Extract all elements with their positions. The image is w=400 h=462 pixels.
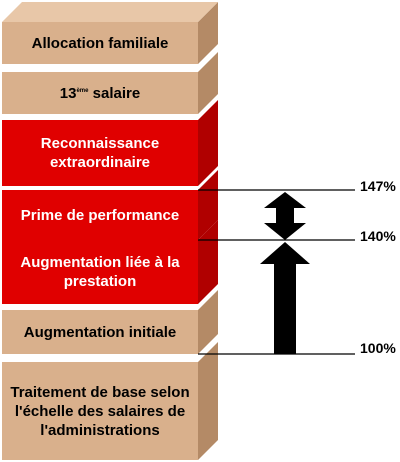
label-augmentation-liee-prestation: Augmentation liée à la prestation (2, 240, 198, 304)
label-augmentation-initiale: Augmentation initiale (2, 310, 198, 354)
marker-label-100: 100% (360, 340, 396, 356)
up-arrow-icon (260, 242, 310, 354)
label-prime-de-performance: Prime de performance (2, 190, 198, 240)
block-prime-de-performance (2, 170, 218, 240)
label-reconnaissance-extraordinaire: Reconnaissance extraordinaire (2, 120, 198, 186)
label-13eme-prefix: 13 (59, 84, 77, 102)
label-prime-text: Prime de performance (20, 206, 180, 224)
block-allocation-familiale (2, 2, 218, 64)
block-augmentation-initiale (2, 290, 218, 354)
label-augmentation-initiale-text: Augmentation initiale (23, 323, 177, 341)
label-allocation-familiale-text: Allocation familiale (31, 34, 169, 52)
label-13eme-superscript: ème (76, 87, 89, 94)
block-13eme-salaire (2, 52, 218, 114)
label-allocation-familiale: Allocation familiale (2, 22, 198, 64)
marker-label-140: 140% (360, 228, 396, 244)
label-traitement-text: Traitement de base selon l'échelle des s… (10, 383, 190, 439)
block-augmentation-liee-prestation (2, 220, 218, 304)
label-augmentation-liee-text: Augmentation liée à la prestation (20, 254, 180, 290)
block-reconnaissance-extraordinaire (2, 100, 218, 186)
marker-label-147: 147% (360, 178, 396, 194)
block-traitement-de-base (2, 342, 218, 460)
double-arrow-icon (264, 192, 306, 240)
label-reconnaissance-text: Reconnaissance extraordinaire (40, 135, 160, 171)
label-13eme-suffix: salaire (88, 84, 141, 102)
label-traitement-de-base: Traitement de base selon l'échelle des s… (2, 362, 198, 460)
